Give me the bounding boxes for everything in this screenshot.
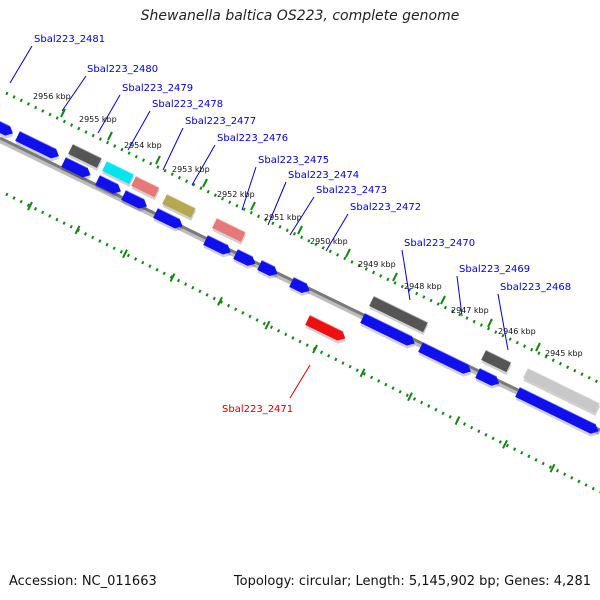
tick-label: 2949 kbp bbox=[358, 260, 396, 269]
gene-feature[interactable] bbox=[211, 217, 247, 245]
ruler-tick-major bbox=[312, 344, 318, 354]
ruler-tick-major bbox=[74, 225, 81, 235]
gene-label[interactable]: Sbal223_2474 bbox=[288, 170, 359, 181]
gene-feature[interactable] bbox=[514, 386, 600, 439]
map-title: Shewanella baltica OS223, complete genom… bbox=[140, 8, 460, 24]
gene-feature[interactable] bbox=[474, 367, 503, 391]
tick-label: 2948 kbp bbox=[404, 282, 442, 291]
gene-feature[interactable] bbox=[0, 116, 17, 141]
leader-line bbox=[97, 94, 121, 134]
leader-line bbox=[191, 144, 216, 186]
ruler-tick-major bbox=[407, 392, 413, 402]
gene-feature[interactable] bbox=[14, 130, 63, 164]
ruler-tick-major bbox=[60, 108, 66, 118]
gene-feature[interactable] bbox=[130, 175, 161, 201]
ruler-tick-major bbox=[169, 273, 176, 282]
leader-line bbox=[289, 364, 311, 399]
ruler-tick-major bbox=[487, 318, 493, 328]
gene-label[interactable]: Sbal223_2468 bbox=[500, 282, 571, 293]
leader-line bbox=[267, 181, 287, 226]
gene-label[interactable]: Sbal223_2470 bbox=[404, 238, 475, 249]
gene-feature[interactable] bbox=[417, 341, 475, 379]
gene-feature[interactable] bbox=[101, 160, 135, 187]
ruler-tick-major bbox=[155, 155, 161, 165]
tick-label: 2945 kbp bbox=[545, 349, 583, 358]
ruler-tick-major bbox=[250, 201, 256, 211]
gene-feature[interactable] bbox=[67, 143, 103, 171]
gene-feature[interactable] bbox=[60, 156, 94, 183]
tick-label: 2946 kbp bbox=[498, 327, 536, 336]
gene-label[interactable]: Sbal223_2472 bbox=[350, 202, 421, 213]
ruler-tick-major bbox=[122, 249, 128, 259]
gene-label[interactable]: Sbal223_2478 bbox=[152, 99, 223, 110]
tick-label: 2955 kbp bbox=[79, 115, 117, 124]
ruler-tick-major bbox=[217, 296, 223, 306]
gene-label[interactable]: Sbal223_2479 bbox=[122, 83, 193, 94]
leader-line bbox=[456, 275, 463, 317]
gene-feature[interactable] bbox=[94, 174, 125, 199]
leader-line bbox=[241, 166, 257, 211]
ruler-tick-major bbox=[27, 201, 33, 211]
gene-label[interactable]: Sbal223_2473 bbox=[316, 185, 387, 196]
ruler-tick-major bbox=[264, 320, 271, 330]
tick-label: 2950 kbp bbox=[310, 237, 348, 246]
leader-line bbox=[289, 196, 315, 236]
accession-text: Accession: NC_011663 bbox=[9, 574, 157, 589]
tick-label: 2947 kbp bbox=[451, 306, 489, 315]
gene-label[interactable]: Sbal223_2476 bbox=[217, 133, 288, 144]
topology-text: Topology: circular; Length: 5,145,902 bp… bbox=[233, 574, 591, 589]
gene-label[interactable]: Sbal223_2469 bbox=[459, 264, 530, 275]
ruler-lower bbox=[5, 192, 600, 494]
ruler-tick-major bbox=[549, 463, 556, 473]
tick-label: 2956 kbp bbox=[33, 92, 71, 101]
leader-line bbox=[162, 127, 184, 171]
gene-label[interactable]: Sbal223_2477 bbox=[185, 116, 256, 127]
ruler-tick-major bbox=[359, 368, 366, 378]
gene-label[interactable]: Sbal223_2475 bbox=[258, 155, 329, 166]
ruler-tick-major bbox=[454, 416, 461, 425]
ruler-tick-major bbox=[440, 295, 446, 305]
leader-line bbox=[497, 293, 509, 351]
ruler-upper bbox=[5, 91, 600, 385]
ruler-tick-major bbox=[107, 131, 113, 141]
gene-feature[interactable] bbox=[161, 193, 197, 221]
ruler-tick-major bbox=[202, 178, 208, 188]
leader-line bbox=[9, 45, 33, 84]
gene-feature[interactable] bbox=[368, 295, 429, 336]
ruler-tick-major bbox=[392, 272, 398, 282]
tick-label: 2952 kbp bbox=[217, 190, 255, 199]
gene-feature[interactable] bbox=[522, 367, 600, 416]
gene-label[interactable]: Sbal223_2481 bbox=[34, 34, 105, 45]
ruler-tick-major bbox=[345, 248, 351, 258]
gene-feature[interactable] bbox=[120, 189, 151, 214]
ruler-tick-major bbox=[297, 225, 303, 235]
leader-line bbox=[61, 75, 87, 112]
tick-label: 2953 kbp bbox=[172, 165, 210, 174]
gene-feature[interactable] bbox=[232, 248, 259, 271]
tick-label: 2954 kbp bbox=[124, 141, 162, 150]
gene-feature[interactable] bbox=[359, 312, 418, 351]
gene-feature[interactable] bbox=[152, 207, 186, 234]
leader-line bbox=[127, 110, 151, 151]
tick-label: 2951 kbp bbox=[264, 213, 302, 222]
ruler-tick-major bbox=[502, 439, 508, 449]
ruler-tick-major bbox=[535, 342, 541, 352]
gene-feature[interactable] bbox=[288, 276, 313, 299]
gene-feature[interactable] bbox=[202, 234, 234, 260]
gene-label[interactable]: Sbal223_2471 bbox=[222, 404, 293, 415]
gene-feature[interactable] bbox=[256, 259, 281, 282]
gene-feature[interactable] bbox=[480, 349, 512, 376]
gene-label[interactable]: Sbal223_2480 bbox=[87, 64, 158, 75]
leader-line bbox=[325, 213, 349, 252]
leader-line bbox=[401, 249, 411, 301]
gene-feature[interactable] bbox=[304, 314, 349, 346]
